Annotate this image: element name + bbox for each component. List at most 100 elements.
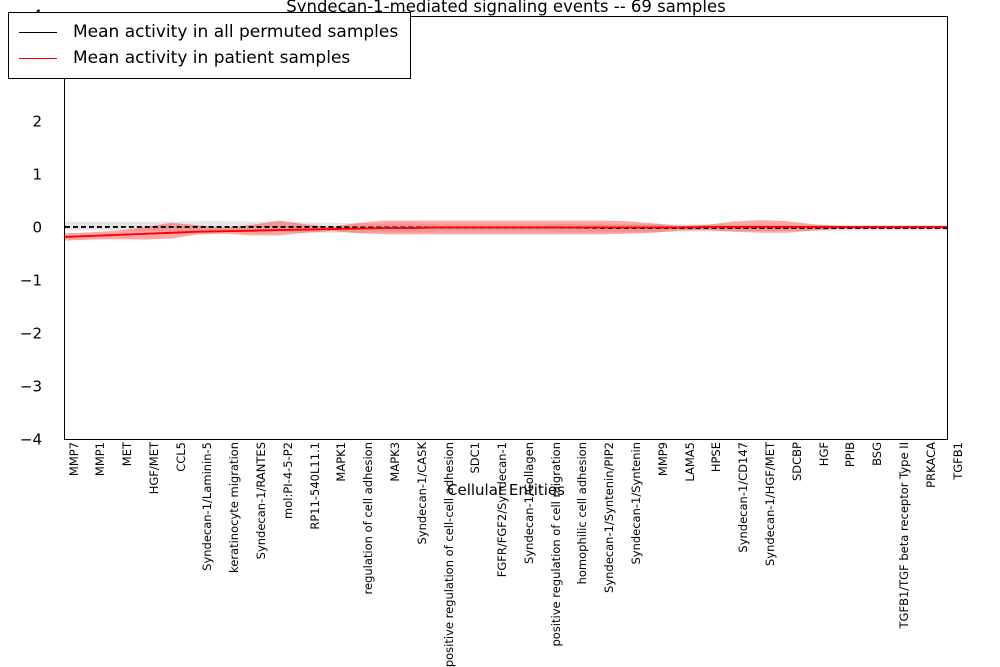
x-tick-mark (573, 16, 574, 17)
x-tick-label: HPSE (709, 442, 724, 473)
x-tick-label: MMP1 (93, 442, 108, 477)
confidence-bands (65, 220, 947, 241)
x-tick-mark (922, 16, 923, 17)
y-tick-mark (947, 16, 948, 17)
series-line (65, 225, 947, 238)
x-tick-label: Syndecan-1/CD147 (736, 442, 751, 553)
x-tick-mark (680, 439, 681, 440)
y-tick-label: 2 (32, 112, 42, 131)
x-tick-mark (841, 439, 842, 440)
y-tick-label: −4 (19, 430, 42, 449)
x-tick-label: mol:PI-4-5-P2 (280, 442, 295, 519)
x-tick-mark (145, 439, 146, 440)
confidence-band (65, 220, 947, 241)
x-tick-mark (493, 439, 494, 440)
legend-line-swatch-red (19, 57, 57, 59)
x-tick-label: positive regulation of cell migration (548, 442, 563, 647)
x-tick-mark (707, 16, 708, 17)
x-tick-mark (359, 439, 360, 440)
y-tick-mark (64, 387, 65, 388)
x-axis-label: Cellular Entities (447, 481, 565, 499)
x-tick-label: Syndecan-1/Collagen (521, 442, 536, 564)
x-tick-mark (466, 16, 467, 17)
y-tick-mark (64, 175, 65, 176)
x-tick-label: TGFB1 (950, 442, 965, 480)
x-tick-label: TGFB1/TGF beta receptor Type II (896, 442, 911, 629)
x-tick-label: homophilic cell adhesion (575, 442, 590, 585)
x-tick-label: Syndecan-1/HGF/MET (762, 442, 777, 567)
x-tick-mark (895, 439, 896, 440)
x-tick-mark (493, 16, 494, 17)
x-tick-mark (788, 439, 789, 440)
x-tick-mark (868, 16, 869, 17)
x-tick-mark (172, 439, 173, 440)
x-tick-mark (520, 16, 521, 17)
x-tick-label: LAMA5 (682, 442, 697, 482)
legend-item-permuted: Mean activity in all permuted samples (19, 19, 398, 45)
x-tick-label: RP11-540L11.1 (307, 442, 322, 530)
y-tick-mark (947, 281, 948, 282)
y-tick-mark (947, 122, 948, 123)
x-tick-mark (814, 439, 815, 440)
x-tick-label: regulation of cell adhesion (361, 442, 376, 595)
x-tick-mark (547, 439, 548, 440)
series-lines (65, 225, 947, 238)
x-tick-mark (198, 439, 199, 440)
x-tick-label: BSG (870, 442, 885, 466)
x-tick-label: Syndecan-1/CASK (414, 442, 429, 545)
y-tick-label: −3 (19, 377, 42, 396)
y-tick-mark (64, 334, 65, 335)
legend-item-patient: Mean activity in patient samples (19, 45, 398, 71)
x-tick-mark (868, 439, 869, 440)
x-tick-mark (627, 439, 628, 440)
legend-label-patient: Mean activity in patient samples (73, 47, 351, 68)
x-tick-label: positive regulation of cell-cell adhesio… (441, 442, 456, 667)
y-tick-label: −1 (19, 271, 42, 290)
x-tick-mark (761, 16, 762, 17)
x-tick-mark (547, 16, 548, 17)
y-tick-label: −2 (19, 324, 42, 343)
x-tick-mark (225, 439, 226, 440)
y-tick-mark (947, 228, 948, 229)
x-tick-mark (734, 16, 735, 17)
x-tick-mark (252, 439, 253, 440)
x-tick-mark (386, 439, 387, 440)
x-tick-label: Syndecan-1/RANTES (254, 442, 268, 560)
x-tick-mark (520, 439, 521, 440)
x-tick-mark (600, 16, 601, 17)
x-tick-label: HGF/MET (146, 442, 161, 495)
x-tick-label: SDCBP (789, 442, 804, 482)
x-tick-mark (279, 439, 280, 440)
x-tick-label: Syndecan-1/Laminin-5 (200, 442, 215, 571)
page-title: Syndecan-1-mediated signaling events -- … (286, 0, 726, 16)
x-tick-mark (922, 439, 923, 440)
x-tick-mark (654, 439, 655, 440)
x-tick-mark (466, 439, 467, 440)
x-tick-mark (305, 439, 306, 440)
y-tick-mark (947, 334, 948, 335)
x-tick-label: PPIB (843, 442, 858, 468)
x-tick-mark (788, 16, 789, 17)
series-layer (65, 220, 947, 241)
x-tick-mark (573, 439, 574, 440)
x-tick-mark (841, 16, 842, 17)
x-tick-label: SDC1 (468, 442, 483, 474)
y-tick-mark (947, 387, 948, 388)
x-tick-label: CCL5 (173, 442, 188, 472)
x-tick-label: Syndecan-1/Syntenin/PIP2 (602, 442, 617, 593)
legend-line-swatch-black (19, 31, 57, 33)
x-tick-label: MAPK1 (334, 442, 349, 482)
x-tick-mark (680, 16, 681, 17)
legend: Mean activity in all permuted samples Me… (8, 12, 412, 79)
x-tick-label: MET (120, 442, 135, 467)
x-tick-mark (814, 16, 815, 17)
x-tick-mark (439, 16, 440, 17)
x-tick-mark (64, 439, 65, 440)
x-tick-label: FGFR/FGF2/Syndecan-1 (495, 442, 510, 578)
x-tick-label: MMP9 (655, 442, 670, 477)
x-tick-mark (332, 439, 333, 440)
x-tick-mark (600, 439, 601, 440)
y-tick-mark (947, 175, 948, 176)
x-tick-label: keratinocyte migration (227, 442, 242, 573)
x-tick-label: Syndecan-1/Syntenin (629, 442, 644, 565)
